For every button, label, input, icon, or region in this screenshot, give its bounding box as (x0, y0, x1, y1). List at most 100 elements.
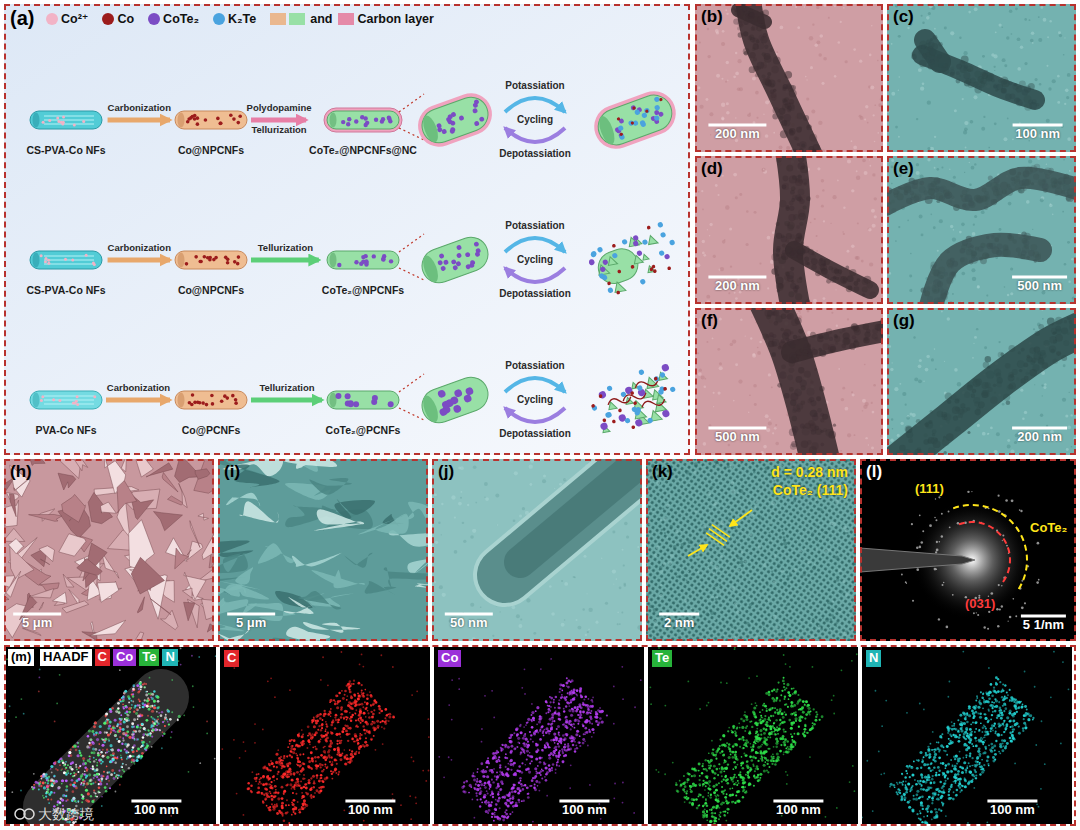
tem-image (929, 420, 933, 424)
tem-image (1009, 169, 1016, 176)
fiber-illustration (330, 253, 337, 268)
fiber-illustration (236, 121, 240, 125)
tem-image (722, 30, 725, 33)
tem-image (900, 422, 903, 425)
tem-image (993, 384, 996, 387)
tem-image (964, 65, 968, 69)
fiber-illustration (73, 123, 76, 126)
tem-image (834, 334, 838, 338)
tem-image (838, 41, 841, 44)
fiber-illustration (365, 121, 369, 125)
tem-image (862, 293, 865, 296)
tem-image (849, 269, 856, 276)
tem-image (1005, 363, 1011, 369)
tem-image (733, 173, 737, 177)
tem-image (770, 94, 776, 100)
tem-image (872, 224, 876, 228)
tem-image (829, 337, 833, 341)
tem-image (1017, 172, 1021, 176)
fiber-illustration (64, 258, 67, 261)
tem-image (820, 413, 824, 417)
fiber-illustration (203, 255, 207, 259)
tem-image (951, 265, 954, 268)
cycled-fiber (617, 125, 624, 132)
tem-image (962, 190, 967, 195)
fiber-illustration (175, 111, 247, 129)
tem-image (959, 231, 962, 234)
fiber-illustration (33, 253, 40, 268)
tem-image (821, 179, 824, 182)
tem-image (957, 382, 961, 386)
tem-image (729, 228, 732, 231)
tem-image (1042, 318, 1044, 320)
tem-image (774, 427, 777, 430)
tem-image (812, 349, 818, 355)
cycled-fiber (659, 98, 663, 102)
tem-image (783, 175, 789, 181)
fiber-illustration (236, 262, 240, 266)
tem-image (997, 243, 1003, 249)
fiber-illustration (30, 111, 102, 129)
fiber-illustration (30, 111, 102, 129)
tem-image (862, 410, 863, 411)
fiber-illustration (48, 119, 51, 122)
tem-image (730, 343, 733, 346)
tem-image (1003, 249, 1011, 257)
tem-image (771, 386, 773, 388)
tem-image (900, 330, 1076, 455)
tem-image (975, 379, 982, 386)
tem-image (940, 293, 947, 300)
zoomed-fiber (456, 252, 462, 258)
tem-image (1009, 383, 1016, 390)
tem-image (725, 205, 729, 209)
tem-image (794, 136, 798, 140)
tem-image (721, 42, 725, 46)
fiber-illustration (41, 395, 44, 398)
cycled-fiber (630, 264, 635, 269)
tem-image (935, 438, 938, 441)
tem-image (787, 108, 791, 112)
tem-image (897, 434, 900, 437)
tem-image (763, 33, 767, 37)
tem-image (780, 26, 784, 30)
tem-image (845, 60, 848, 63)
fiber-illustration (44, 264, 94, 265)
fiber-illustration (372, 254, 376, 258)
tem-image (754, 403, 757, 406)
fiber-illustration (196, 122, 200, 126)
tem-image (1008, 372, 1014, 378)
tem-image (821, 82, 824, 85)
tem-image (934, 167, 936, 169)
tem-image (972, 251, 977, 256)
cycled-fiber (588, 85, 682, 155)
tem-image (846, 285, 853, 292)
tem-image (743, 31, 748, 36)
cycled-fiber (617, 269, 622, 274)
tem-image (807, 388, 815, 396)
tem-image (847, 318, 849, 320)
tem-image (1017, 360, 1025, 368)
zoomed-fiber (479, 116, 485, 122)
tem-image (781, 364, 786, 369)
tem-image (728, 444, 730, 446)
tem-image (767, 72, 771, 76)
zoomed-fiber (417, 372, 493, 427)
tem-image (1035, 78, 1038, 81)
tem-image (1059, 34, 1062, 37)
tem-image (1046, 65, 1048, 67)
tem-image (816, 250, 818, 252)
fiber-illustration (58, 399, 61, 402)
tem-image (982, 432, 986, 436)
tem-image (887, 156, 1076, 304)
fiber-illustration (327, 251, 399, 269)
fiber-illustration (56, 117, 59, 120)
tem-image (717, 348, 720, 351)
tem-image (974, 81, 979, 86)
tem-image (865, 105, 868, 108)
fiber-illustration (175, 251, 247, 269)
cycled-fiber (631, 425, 636, 430)
cycled-fiber (630, 391, 635, 396)
tem-image (938, 63, 943, 68)
tem-image (842, 328, 846, 332)
zoomed-fiber (447, 114, 453, 120)
